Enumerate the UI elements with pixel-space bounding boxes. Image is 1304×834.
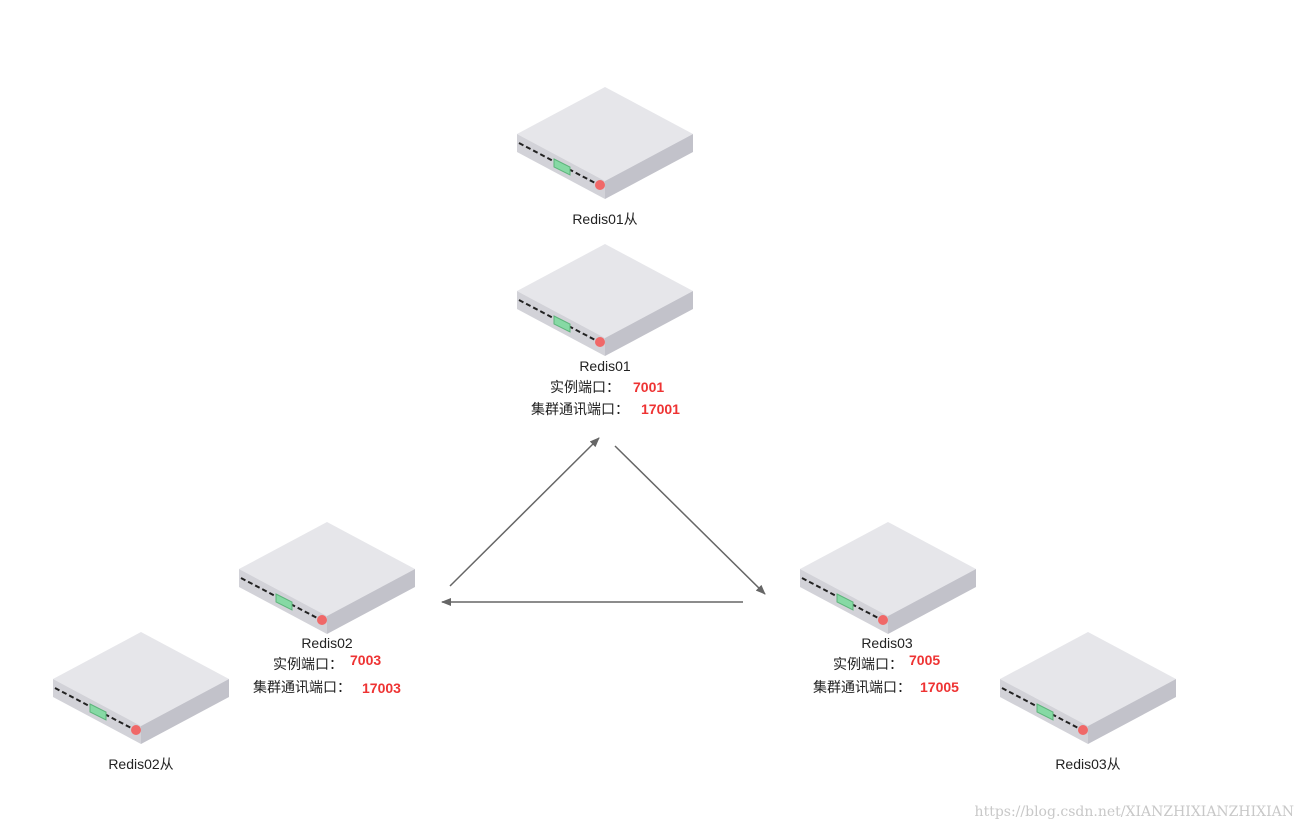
redis02-replica-label: Redis02从: [108, 756, 174, 772]
redis03-replica-label: Redis03从: [1055, 756, 1121, 772]
redis02-instance-port-label: 实例端口：: [273, 656, 343, 672]
redis02-replica-server-icon: [53, 632, 229, 744]
redis01-instance-port: 7001: [633, 379, 665, 395]
redis03-server-icon: [800, 522, 976, 634]
redis03-bus-port-label: 集群通讯端口：: [813, 679, 911, 695]
edge-redis02-to-redis01: [449, 437, 600, 587]
redis01-label: Redis01: [579, 358, 631, 374]
redis03-replica-server-icon: [1000, 632, 1176, 744]
redis02-label: Redis02: [301, 635, 353, 651]
redis01-replica-label: Redis01从: [572, 211, 638, 227]
redis03-instance-port: 7005: [909, 652, 941, 668]
redis02-bus-port-label: 集群通讯端口：: [253, 679, 351, 695]
redis03-bus-port: 17005: [920, 679, 959, 695]
redis01-replica-server-icon: [517, 87, 693, 199]
redis03-instance-port-label: 实例端口：: [833, 656, 903, 672]
redis01-server-icon: [517, 244, 693, 356]
watermark-url: https://blog.csdn.net/XIANZHIXIANZHIXIAN: [974, 804, 1294, 820]
redis01-bus-port-label: 集群通讯端口：: [531, 401, 629, 417]
redis02-instance-port: 7003: [350, 652, 382, 668]
edge-redis01-to-redis03: [614, 445, 766, 595]
redis03-label: Redis03: [861, 635, 913, 651]
redis02-bus-port: 17003: [362, 680, 401, 696]
redis01-instance-port-label: 实例端口：: [550, 379, 620, 395]
redis02-server-icon: [239, 522, 415, 634]
redis01-bus-port: 17001: [641, 401, 680, 417]
